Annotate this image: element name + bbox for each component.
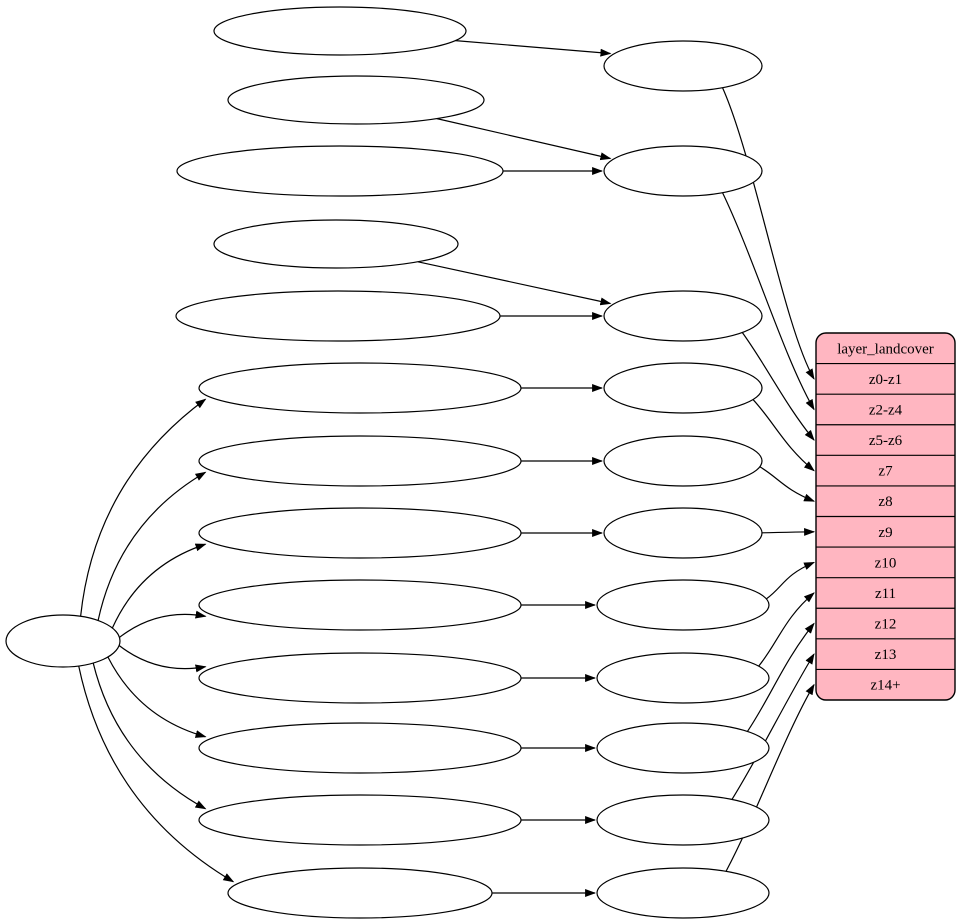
node-shape-osm_landcover_polygon_gen7: [198, 362, 522, 414]
record-row-z11: z11: [875, 586, 896, 602]
node-shape-osm_landcover_polygon_gen1: [198, 794, 522, 846]
node-shape-landcover_z7: [603, 362, 763, 414]
record-row-z2-z4: z2-z4: [869, 402, 903, 418]
node-shape-landcover_z14: [596, 867, 770, 919]
node-shape-ne_110m_glaciated_areas: [213, 6, 467, 56]
node-landcover_z9: [603, 507, 763, 559]
node-ne_10m_glaciated_areas: [213, 219, 459, 269]
node-shape-landcover_z12: [596, 722, 770, 774]
node-shape-ne_10m_antarctic_ice_shelves_polys: [175, 290, 501, 342]
node-landcover_z11: [596, 652, 770, 704]
edge-imposm3-to-osm_landcover_polygon_gen7: [80, 398, 207, 617]
edge-landcover_z13-to-row-z13: [731, 653, 815, 800]
record-row-z12: z12: [875, 617, 897, 633]
node-shape-ne_10m_glaciated_areas: [213, 219, 459, 269]
edge-imposm3-to-osm_landcover_polygon_gen5: [111, 543, 207, 629]
node-shape-landcover_z9: [603, 507, 763, 559]
record-row-z10: z10: [875, 555, 897, 571]
node-osm_landcover_polygon_gen1: [198, 794, 522, 846]
node-landcover_z2: [603, 145, 763, 197]
node-ne_110m_glaciated_areas: [213, 6, 467, 56]
node-osm_landcover_polygon: [227, 867, 493, 919]
edge-imposm3-to-osm_landcover_polygon: [78, 665, 235, 883]
node-osm_landcover_polygon_gen2: [198, 722, 522, 774]
node-shape-imposm3: [5, 614, 121, 668]
node-shape-landcover_z2: [603, 145, 763, 197]
node-ne_50m_glaciated_areas: [227, 75, 485, 125]
edge-landcover_z2-to-row-z2-z4: [721, 192, 815, 411]
node-shape-ne_50m_glaciated_areas: [227, 75, 485, 125]
node-osm_landcover_polygon_gen3: [198, 652, 522, 704]
node-shape-osm_landcover_polygon_gen3: [198, 652, 522, 704]
record-row-z7: z7: [878, 464, 893, 480]
node-landcover_z12: [596, 722, 770, 774]
node-osm_landcover_polygon_gen5: [198, 507, 522, 559]
node-osm_landcover_polygon_gen6: [198, 435, 522, 487]
node-shape-osm_landcover_polygon: [227, 867, 493, 919]
node-landcover_z10: [596, 579, 770, 631]
edge-landcover_z11-to-row-z11: [758, 592, 815, 667]
edges-layer: [78, 40, 816, 897]
node-imposm3: [5, 614, 121, 668]
edge-landcover_z10-to-row-z10: [766, 561, 816, 600]
node-landcover_z5: [603, 290, 763, 342]
node-shape-landcover_z5: [603, 290, 763, 342]
node-shape-landcover_z13: [596, 794, 770, 846]
record-row-z13: z13: [875, 647, 897, 663]
node-shape-osm_landcover_polygon_gen5: [198, 507, 522, 559]
node-shape-landcover_z0: [603, 40, 763, 92]
edge-imposm3-to-osm_landcover_polygon_gen2: [107, 656, 207, 738]
edge-imposm3-to-osm_landcover_polygon_gen3: [118, 645, 207, 673]
node-shape-ne_50m_antarctic_ice_shelves_polys: [176, 145, 504, 197]
record-row-z9: z9: [878, 525, 892, 541]
node-shape-landcover_z10: [596, 579, 770, 631]
node-landcover_z0: [603, 40, 763, 92]
edge-imposm3-to-osm_landcover_polygon_gen4: [119, 610, 207, 638]
node-shape-osm_landcover_polygon_gen2: [198, 722, 522, 774]
record-row-z8: z8: [878, 494, 892, 510]
record-row-z14+: z14+: [870, 678, 900, 694]
record-row-z5-z6: z5-z6: [869, 433, 903, 449]
node-shape-osm_landcover_polygon_gen4: [198, 579, 522, 631]
node-osm_landcover_polygon_gen7: [198, 362, 522, 414]
edge-landcover_z9-to-row-z9: [761, 527, 816, 536]
edge-ne_50m_glaciated_areas-to-landcover_z2: [436, 118, 612, 161]
node-shape-osm_landcover_polygon_gen6: [198, 435, 522, 487]
node-landcover_z14: [596, 867, 770, 919]
node-landcover_z7: [603, 362, 763, 414]
node-ne_10m_antarctic_ice_shelves_polys: [175, 290, 501, 342]
edge-ne_10m_glaciated_areas-to-landcover_z5: [417, 261, 612, 306]
record-title: layer_landcover: [837, 341, 934, 357]
node-shape-landcover_z11: [596, 652, 770, 704]
edge-landcover_z12-to-row-z12: [746, 622, 815, 732]
edge-landcover_z0-to-row-z0-z1: [721, 87, 815, 380]
edge-ne_110m_glaciated_areas-to-landcover_z0: [455, 40, 612, 57]
edge-imposm3-to-osm_landcover_polygon_gen6: [97, 471, 207, 621]
edge-landcover_z7-to-row-z7: [752, 399, 815, 472]
edge-imposm3-to-osm_landcover_polygon_gen1: [92, 662, 207, 810]
edge-landcover_z8-to-row-z8: [759, 466, 816, 502]
record-layer-landcover: layer_landcover z0-z1 z2-z4 z5-z6 z7 z8 z9 z10 z…: [815, 332, 956, 701]
node-landcover_z13: [596, 794, 770, 846]
node-ne_50m_antarctic_ice_shelves_polys: [176, 145, 504, 197]
node-shape-landcover_z8: [603, 435, 763, 487]
node-landcover_z8: [603, 435, 763, 487]
record-row-z0-z1: z0-z1: [869, 372, 902, 388]
edge-landcover_z5-to-row-z5-z6: [741, 332, 815, 441]
edge-landcover_z14-to-row-z14+: [725, 683, 815, 872]
node-osm_landcover_polygon_gen4: [198, 579, 522, 631]
